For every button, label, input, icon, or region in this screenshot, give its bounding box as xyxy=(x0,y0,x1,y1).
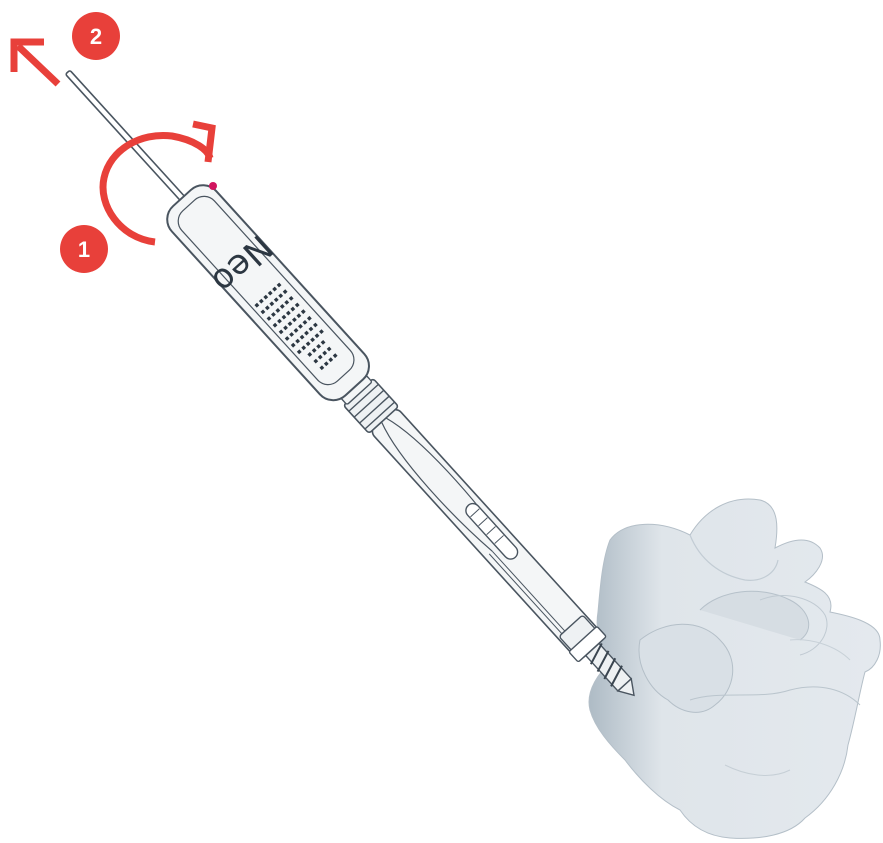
step-2-number: 2 xyxy=(90,24,102,49)
instrument-handle: Neo xyxy=(157,175,379,410)
vertebra-illustration xyxy=(589,499,880,838)
step-2-badge: 2 xyxy=(72,12,120,60)
bone-access-instrument: Neo xyxy=(43,50,659,718)
withdraw-arrow-icon xyxy=(14,42,58,84)
step-1-badge: 1 xyxy=(60,225,108,273)
step-1-number: 1 xyxy=(78,237,90,262)
cannula-sleeve xyxy=(368,406,606,662)
handle-marker-dot xyxy=(209,182,217,190)
